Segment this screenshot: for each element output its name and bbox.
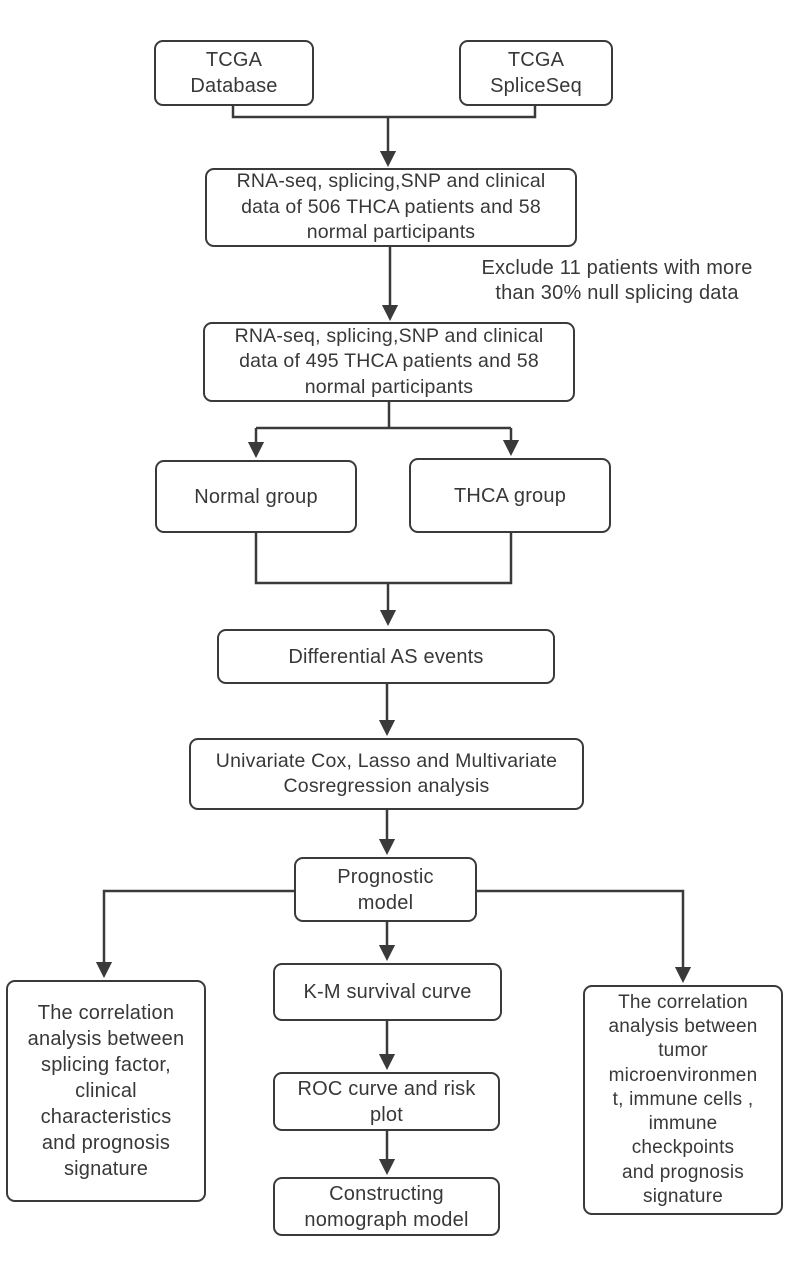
node-data-495-patients: RNA-seq, splicing,SNP and clinical data …: [203, 322, 575, 402]
node-splicing-factor-correlation: The correlation analysis between splicin…: [6, 980, 206, 1202]
node-cox-lasso-regression: Univariate Cox, Lasso and Multivariate C…: [189, 738, 584, 810]
node-thca-group: THCA group: [409, 458, 611, 533]
node-normal-group: Normal group: [155, 460, 357, 533]
connector-group-split: [256, 402, 511, 430]
arrow-to-immune-correlation: [477, 889, 692, 984]
node-constructing-nomograph-model: Constructing nomograph model: [273, 1177, 500, 1236]
arrow-to-splicing-correlation: [95, 889, 294, 979]
connector-groups-merge: [254, 533, 513, 585]
node-tcga-spliceseq: TCGA SpliceSeq: [459, 40, 613, 106]
exclude-note: Exclude 11 patients with more than 30% n…: [481, 257, 753, 304]
node-prognostic-model: Prognostic model: [294, 857, 477, 922]
node-tcga-database: TCGA Database: [154, 40, 314, 106]
connector-sources-merge: [231, 106, 537, 119]
node-differential-as-events: Differential AS events: [217, 629, 555, 684]
node-data-506-patients: RNA-seq, splicing,SNP and clinical data …: [205, 168, 577, 247]
node-km-survival-curve: K-M survival curve: [273, 963, 502, 1021]
node-roc-curve-risk-plot: ROC curve and risk plot: [273, 1072, 500, 1131]
node-immune-correlation: The correlation analysis between tumor m…: [583, 985, 783, 1215]
